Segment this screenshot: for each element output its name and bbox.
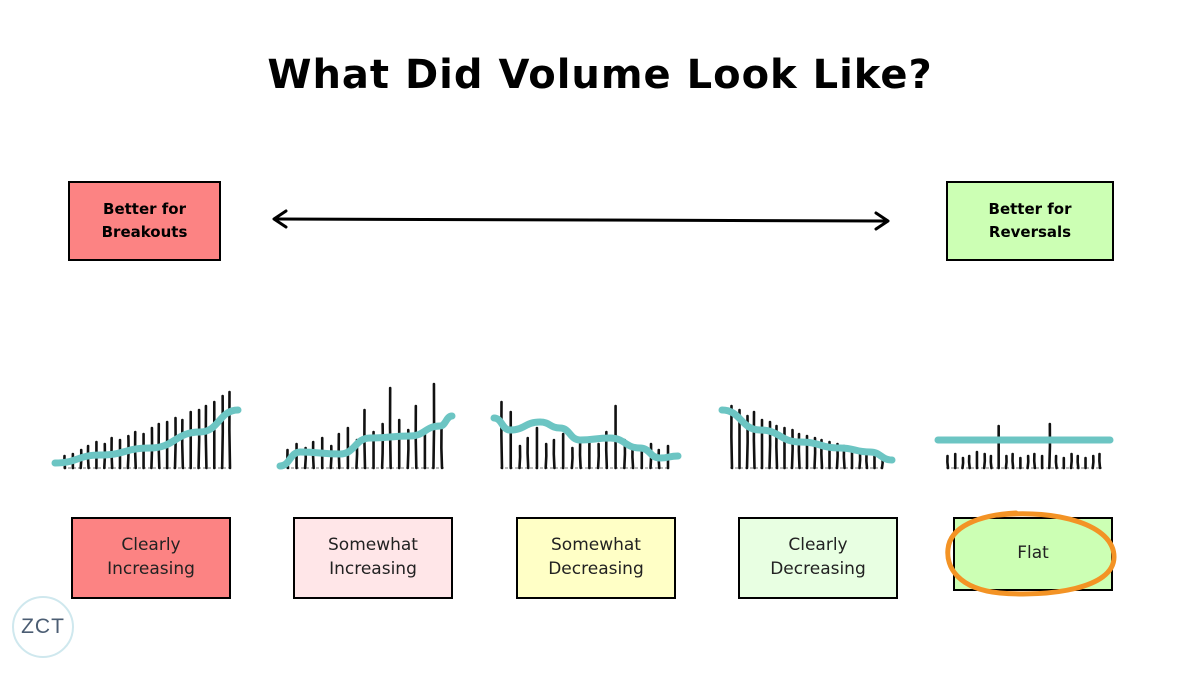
volume-bar [961, 456, 965, 470]
sketch-flat [934, 422, 1114, 470]
volume-bar [967, 454, 972, 470]
volume-bar [1069, 452, 1074, 470]
volume-bar [220, 394, 225, 470]
volume-bar [1026, 454, 1030, 470]
volume-bar [578, 440, 582, 470]
volume-bar [204, 404, 208, 470]
volume-bar [1048, 422, 1052, 470]
volume-bar [989, 454, 993, 470]
sketch-somewhat-increasing [276, 382, 456, 470]
volume-bar [552, 438, 556, 470]
pattern-line1: Clearly [121, 535, 181, 556]
volume-bar [180, 418, 185, 470]
volume-bar [197, 408, 201, 470]
volume-bar [1091, 454, 1095, 470]
volume-bar [440, 426, 444, 470]
pattern-line1: Somewhat [551, 535, 641, 556]
volume-bar [228, 390, 232, 470]
volume-bar [1032, 452, 1037, 470]
highlight-circle [945, 510, 1117, 597]
trend-line [718, 406, 896, 464]
trend-line [276, 412, 456, 470]
volume-bar [865, 452, 869, 470]
pattern-line2: Decreasing [548, 559, 644, 579]
volume-sketches [51, 382, 1114, 470]
pattern-line2: Increasing [107, 559, 195, 579]
volume-bar [752, 410, 756, 470]
volume-bar [1011, 452, 1015, 470]
pattern-flat: Flat [953, 517, 1113, 591]
volume-bar [745, 414, 749, 470]
volume-bar [518, 444, 522, 470]
sketch-clearly-decreasing [718, 404, 896, 470]
pattern-line2: Decreasing [770, 559, 866, 579]
page-title: What Did Volume Look Like? [267, 52, 933, 98]
volume-bar [544, 442, 548, 470]
volume-bar [1098, 452, 1102, 470]
volume-bar [1004, 454, 1008, 470]
volume-bar [380, 422, 385, 470]
logo-text: ZCT [21, 615, 65, 638]
right-end-line1: Better for [988, 199, 1072, 218]
trend-line [490, 414, 682, 462]
left-end-line2: Breakouts [101, 223, 188, 241]
volume-bar [775, 424, 779, 470]
volume-bar [500, 400, 504, 470]
better-for-breakouts-box: Better for Breakouts [68, 181, 221, 261]
pattern-line1: Somewhat [328, 535, 418, 556]
volume-bar [570, 446, 574, 470]
volume-bar [768, 420, 772, 470]
volume-bar [596, 442, 601, 470]
trend-line [51, 406, 242, 467]
volume-bar [1076, 454, 1080, 470]
volume-bar [797, 432, 801, 470]
volume-bar [982, 452, 987, 470]
volume-bar [1054, 454, 1058, 470]
volume-bar [946, 454, 950, 470]
double-headed-arrow [272, 209, 890, 231]
volume-bar [526, 436, 530, 470]
zct-logo: ZCT [12, 596, 74, 658]
left-end-line1: Better for [103, 199, 186, 218]
right-end-line2: Reversals [988, 223, 1072, 241]
pattern-line1: Flat [1017, 543, 1049, 564]
volume-bar [388, 386, 392, 470]
pattern-line2: Increasing [329, 559, 417, 579]
sketch-clearly-increasing [51, 390, 242, 470]
sketch-somewhat-decreasing [490, 400, 682, 470]
volume-bar [790, 428, 794, 470]
pattern-line1: Clearly [788, 535, 848, 556]
better-for-reversals-box: Better for Reversals [946, 181, 1114, 261]
